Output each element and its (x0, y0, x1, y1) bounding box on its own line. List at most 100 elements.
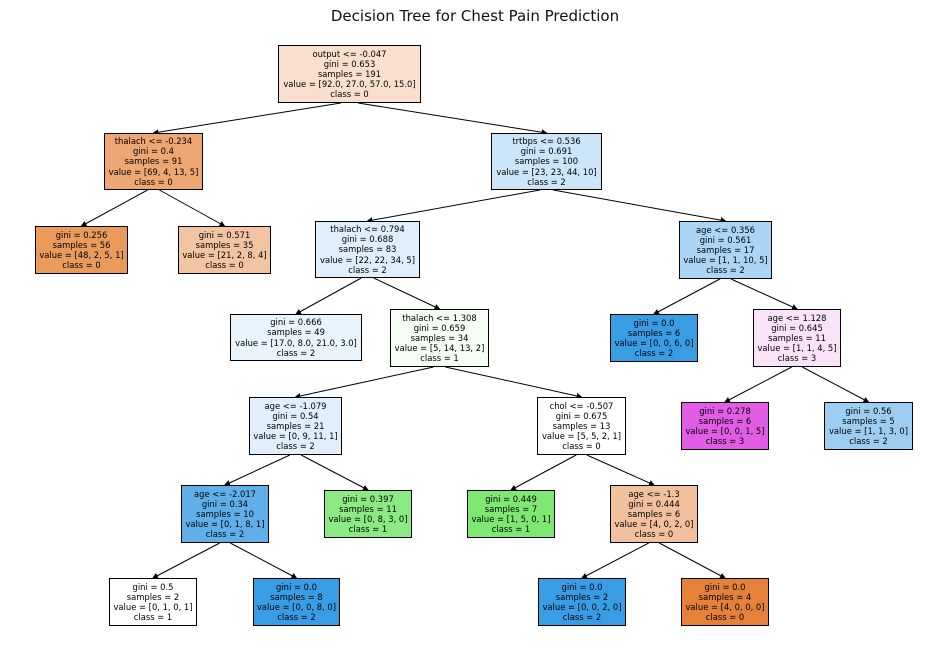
node-text-line: gini = 0.444 (628, 498, 680, 509)
node-text-line: samples = 11 (339, 503, 397, 514)
node-text-line: class = 0 (205, 260, 244, 271)
tree-edge-n13-n14 (510, 454, 577, 491)
node-text-line: samples = 34 (410, 332, 469, 343)
node-text-line: value = [0, 9, 11, 1] (253, 431, 338, 442)
node-text-line: class = 3 (777, 353, 817, 364)
node-text-line: samples = 56 (52, 239, 111, 250)
node-text-line: samples = 21 (266, 420, 325, 431)
node-text-line: value = [5, 14, 13, 2] (394, 343, 485, 354)
node-text-line: value = [4, 0, 0, 0] (685, 602, 765, 612)
node-text-line: thalach <= 1.308 (402, 312, 477, 323)
tree-edge-n7-n13 (445, 366, 583, 399)
node-text-line: class = 1 (348, 524, 388, 535)
node-text-line: class = 2 (205, 529, 245, 540)
node-text-line: output <= -0.047 (312, 48, 387, 59)
node-text-line: gini = 0.0 (276, 581, 317, 592)
tree-edge-n4-n5 (366, 189, 540, 224)
node-text-line: samples = 35 (195, 239, 254, 250)
tree-edge-n9-n10 (152, 542, 220, 579)
node-text-line: gini = 0.5 (132, 581, 174, 592)
node-text-line: thalach <= -0.234 (114, 136, 193, 147)
node-text-line: value = [1, 1, 3, 0] (828, 426, 909, 436)
node-text-line: class = 3 (705, 436, 745, 447)
tree-edge-n18-n20 (730, 278, 798, 310)
node-text-line: class = 0 (330, 89, 369, 100)
node-text-line: class = 2 (527, 176, 566, 187)
node-text-line: value = [5, 5, 2, 1] (541, 431, 622, 442)
node-text-line: samples = 2 (555, 591, 609, 602)
node-text-line: gini = 0.4 (133, 146, 174, 157)
node-text-line: samples = 7 (484, 503, 538, 514)
node-text-line: age <= 1.128 (767, 312, 827, 323)
node-text-line: value = [0, 0, 1, 5] (685, 426, 765, 436)
node-text-line: gini = 0.688 (341, 234, 394, 245)
node-text-line: value = [69, 4, 13, 5] (108, 166, 199, 177)
node-text-line: class = 1 (420, 353, 459, 364)
tree-edge-n8-n12 (300, 454, 369, 491)
node-text-line: class = 0 (134, 176, 173, 187)
node-text-line: class = 1 (133, 612, 173, 623)
node-text-line: gini = 0.571 (198, 229, 251, 240)
node-text-line: samples = 6 (698, 415, 752, 426)
node-text-line: chol <= -0.507 (549, 400, 614, 411)
chart-title: Decision Tree for Chest Pain Prediction (330, 7, 620, 25)
node-text-line: samples = 49 (267, 327, 325, 338)
node-text-line: gini = 0.645 (771, 322, 823, 333)
node-text-line: class = 0 (562, 441, 601, 452)
tree-edge-n4-n18 (553, 189, 727, 224)
node-text-line: gini = 0.278 (699, 405, 751, 416)
tree-edge-n0-n1 (152, 102, 341, 136)
node-text-line: class = 0 (705, 612, 745, 623)
node-text-line: samples = 91 (124, 156, 183, 167)
node-text-line: class = 2 (276, 347, 316, 358)
node-text-line: class = 0 (62, 260, 101, 271)
node-text-line: trtbps <= 0.536 (512, 136, 581, 147)
node-text-line: class = 1 (491, 524, 531, 535)
node-text-line: gini = 0.0 (561, 581, 603, 592)
tree-edge-n1-n3 (159, 189, 226, 227)
node-text-line: value = [0, 8, 3, 0] (328, 514, 408, 524)
node-text-line: samples = 191 (317, 68, 382, 79)
node-text-line: gini = 0.54 (272, 410, 319, 421)
node-text-line: age <= -1.079 (264, 400, 327, 411)
node-text-line: samples = 11 (768, 332, 826, 343)
node-text-line: samples = 6 (627, 508, 681, 519)
tree-edge-n9-n11 (230, 542, 298, 579)
node-text-line: gini = 0.256 (55, 229, 108, 240)
tree-edge-n5-n7 (373, 277, 441, 310)
node-text-line: samples = 83 (338, 244, 397, 255)
node-text-line: class = 2 (276, 441, 315, 452)
node-text-line: gini = 0.675 (555, 410, 608, 421)
node-text-line: value = [22, 22, 34, 5] (319, 254, 416, 265)
node-text-line: samples = 2 (126, 591, 180, 602)
node-text-line: class = 2 (849, 436, 888, 447)
node-text-line: samples = 10 (196, 508, 254, 519)
node-text-line: gini = 0.56 (845, 405, 892, 416)
node-text-line: value = [0, 0, 2, 0] (542, 602, 622, 612)
node-text-line: samples = 6 (627, 327, 681, 338)
node-text-line: samples = 13 (552, 420, 611, 431)
node-text-line: value = [0, 0, 8, 0] (256, 602, 337, 612)
node-text-line: gini = 0.449 (485, 493, 537, 504)
tree-edge-n13-n15 (586, 454, 655, 486)
node-text-line: value = [1, 1, 4, 5] (757, 343, 837, 354)
tree-edge-n18-n19 (653, 278, 721, 315)
node-text-line: value = [1, 1, 10, 5] (683, 255, 768, 266)
